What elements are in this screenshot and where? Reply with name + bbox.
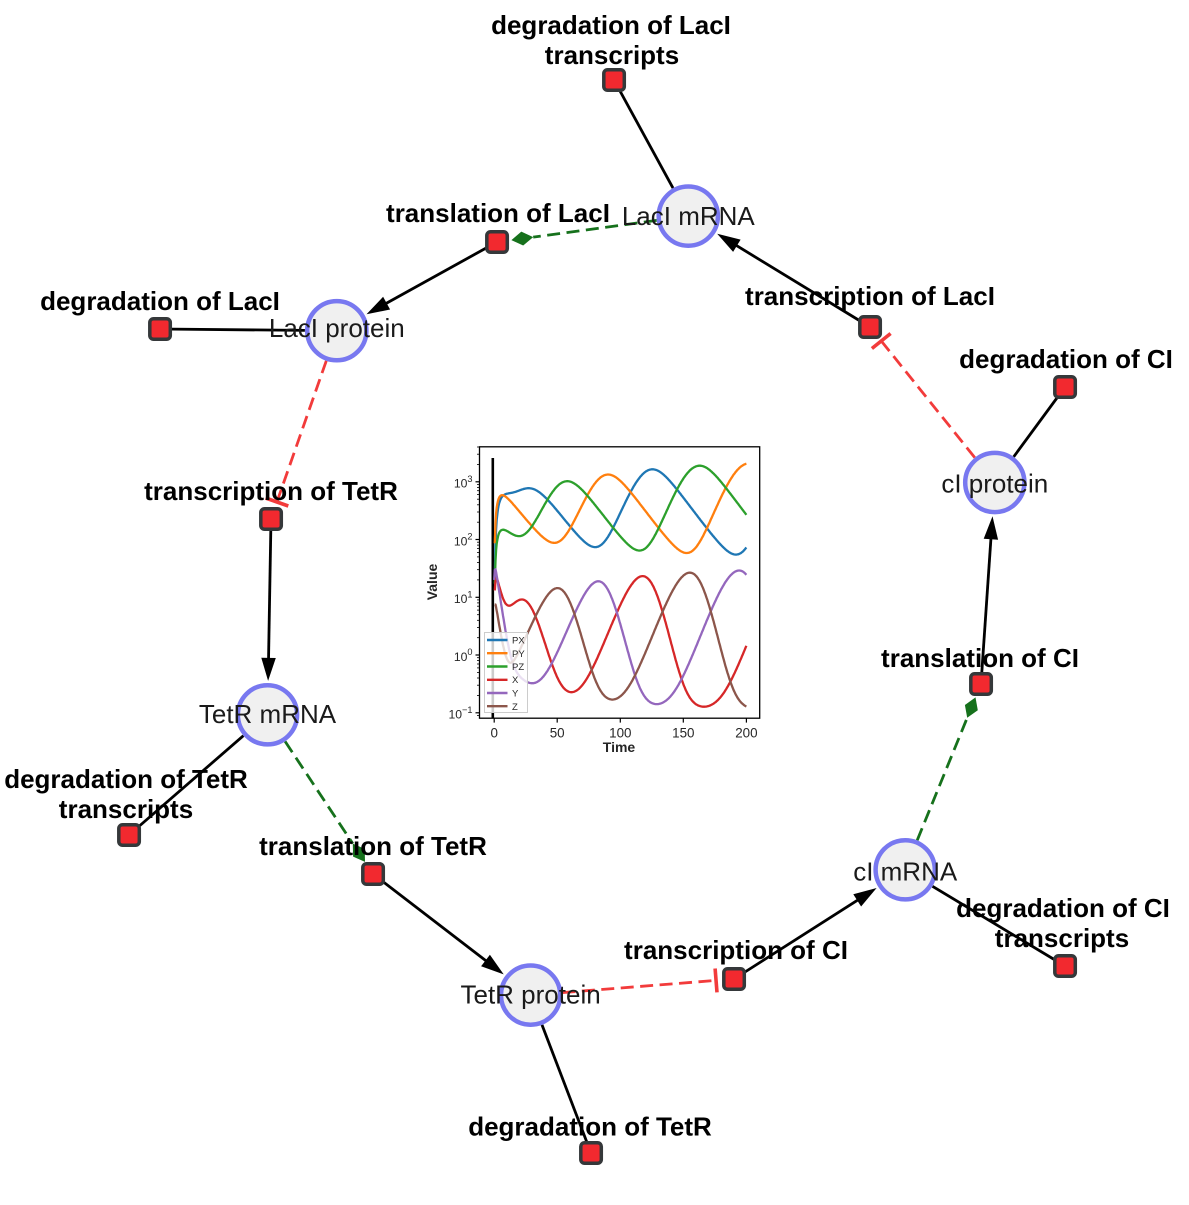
svg-text:degradation of LacI: degradation of LacI — [491, 10, 731, 40]
svg-text:100: 100 — [609, 725, 631, 740]
svg-text:degradation of TetR: degradation of TetR — [468, 1112, 712, 1142]
svg-text:translation of CI: translation of CI — [881, 643, 1079, 673]
svg-text:TetR mRNA: TetR mRNA — [199, 699, 337, 729]
svg-text:X: X — [512, 675, 519, 686]
svg-text:translation of LacI: translation of LacI — [386, 198, 610, 228]
svg-text:degradation of LacI: degradation of LacI — [40, 286, 280, 316]
svg-text:10−1: 10−1 — [448, 705, 472, 722]
svg-text:degradation of CI: degradation of CI — [956, 893, 1170, 923]
svg-text:LacI protein: LacI protein — [269, 313, 405, 343]
svg-text:PZ: PZ — [512, 662, 524, 673]
svg-text:0: 0 — [490, 725, 497, 740]
svg-text:100: 100 — [454, 647, 473, 664]
svg-text:Value: Value — [424, 564, 440, 601]
svg-text:102: 102 — [454, 532, 473, 549]
svg-text:Y: Y — [512, 689, 519, 700]
svg-text:103: 103 — [454, 474, 473, 491]
svg-text:TetR protein: TetR protein — [461, 979, 601, 1009]
svg-text:degradation of CI: degradation of CI — [959, 344, 1173, 374]
svg-text:cI protein: cI protein — [941, 468, 1048, 498]
svg-text:transcription of LacI: transcription of LacI — [745, 281, 995, 311]
svg-text:50: 50 — [550, 725, 565, 740]
svg-text:PX: PX — [512, 636, 525, 647]
svg-text:transcription of TetR: transcription of TetR — [144, 476, 398, 506]
svg-text:LacI mRNA: LacI mRNA — [622, 201, 756, 231]
svg-text:degradation of TetR: degradation of TetR — [4, 764, 248, 794]
svg-text:Time: Time — [603, 739, 636, 755]
svg-text:200: 200 — [735, 725, 757, 740]
svg-text:transcripts: transcripts — [59, 794, 193, 824]
svg-text:transcripts: transcripts — [545, 40, 679, 70]
svg-text:cI mRNA: cI mRNA — [853, 856, 958, 886]
svg-text:translation of TetR: translation of TetR — [259, 831, 487, 861]
svg-text:Z: Z — [512, 702, 518, 713]
svg-text:transcription of CI: transcription of CI — [624, 935, 848, 965]
svg-text:PY: PY — [512, 649, 525, 660]
svg-text:150: 150 — [672, 725, 694, 740]
svg-text:101: 101 — [454, 589, 473, 606]
svg-text:transcripts: transcripts — [995, 923, 1129, 953]
